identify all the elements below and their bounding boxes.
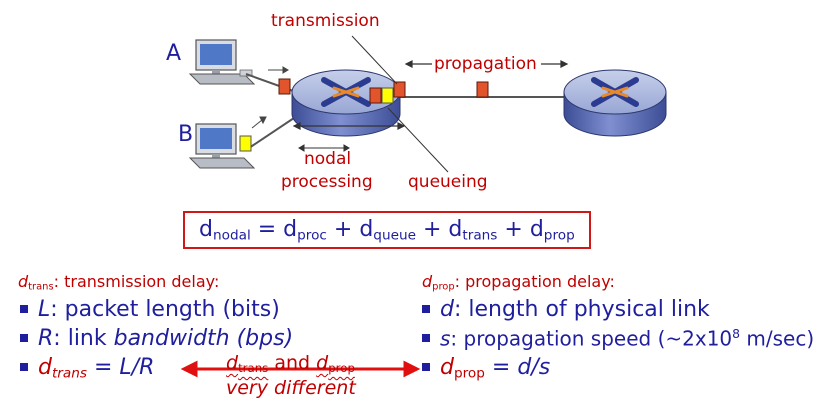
trans-item-bandwidth: R: link bandwidth (bps) bbox=[20, 326, 293, 351]
comparison-line1: dtrans and dprop bbox=[226, 352, 355, 375]
nodal-label-arrow bbox=[298, 144, 350, 152]
packet-queued bbox=[369, 87, 382, 104]
packet-incoming-a bbox=[278, 78, 291, 95]
host-b-computer-icon bbox=[188, 123, 256, 169]
packet-queued-yellow bbox=[381, 87, 394, 104]
bullet-icon bbox=[20, 334, 28, 342]
transmission-label: transmission bbox=[271, 11, 380, 31]
packet-transmitting bbox=[393, 81, 406, 98]
prop-item-speed: s: propagation speed (~2x108 m/sec) bbox=[422, 326, 814, 350]
queueing-label: queueing bbox=[408, 172, 488, 192]
host-b-label: B bbox=[178, 122, 194, 147]
link-b bbox=[245, 113, 301, 151]
bullet-icon bbox=[422, 334, 430, 343]
trans-formula: dtrans = L/R bbox=[20, 355, 154, 381]
nodal-processing-arrow bbox=[292, 122, 406, 130]
trans-section-title: dtrans: transmission delay: bbox=[18, 272, 220, 293]
direction-arrows bbox=[251, 66, 289, 129]
router-2-icon bbox=[563, 69, 667, 137]
comparison-line2: very different bbox=[226, 377, 356, 399]
bullet-icon bbox=[20, 305, 28, 313]
propagation-label: propagation bbox=[434, 54, 537, 74]
transmission-pointer bbox=[351, 35, 398, 85]
bullet-icon bbox=[422, 305, 430, 313]
packet-incoming-b bbox=[239, 135, 252, 152]
prop-item-length: d: length of physical link bbox=[422, 297, 710, 322]
packet-propagating bbox=[476, 81, 489, 98]
nodal-delay-equation: dnodal = dproc + dqueue + dtrans + dprop bbox=[183, 211, 591, 250]
processing-label: processing bbox=[281, 172, 373, 192]
queueing-pointer bbox=[387, 107, 449, 173]
bullet-icon bbox=[20, 363, 28, 371]
nodal-label: nodal bbox=[304, 149, 352, 169]
prop-section-title: dprop: propagation delay: bbox=[422, 272, 615, 293]
host-a-label: A bbox=[166, 41, 182, 66]
propagation-arrow bbox=[404, 60, 569, 68]
host-a-computer-icon bbox=[188, 39, 256, 85]
bullet-icon bbox=[422, 363, 430, 371]
prop-formula: dprop = d/s bbox=[422, 355, 550, 381]
comparison-arrow bbox=[180, 360, 421, 378]
trans-item-length: L: packet length (bits) bbox=[20, 297, 280, 322]
